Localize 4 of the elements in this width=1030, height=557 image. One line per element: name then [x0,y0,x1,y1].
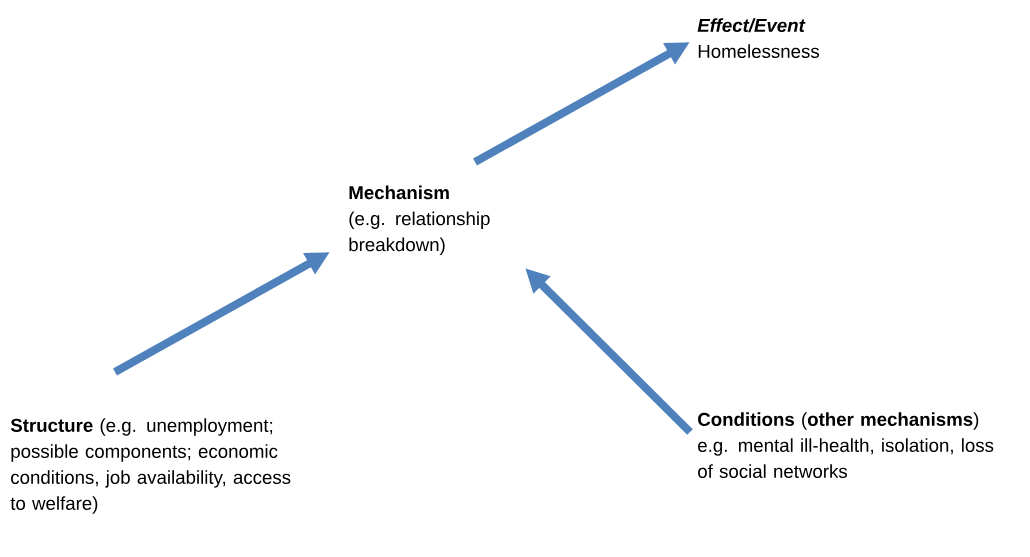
node-text: Mechanism (e.g. relationship breakdown) [349,185,490,255]
node-text: Effect/Event Homelessness [697,18,819,58]
node-text: Conditions (other mechanisms) e.g. mental ill-health, isolation, loss of social networks [698,412,994,478]
node-text: Structure (e.g. unemployment; possible components; economic conditions, job availability, access to welfare) [10,418,291,514]
